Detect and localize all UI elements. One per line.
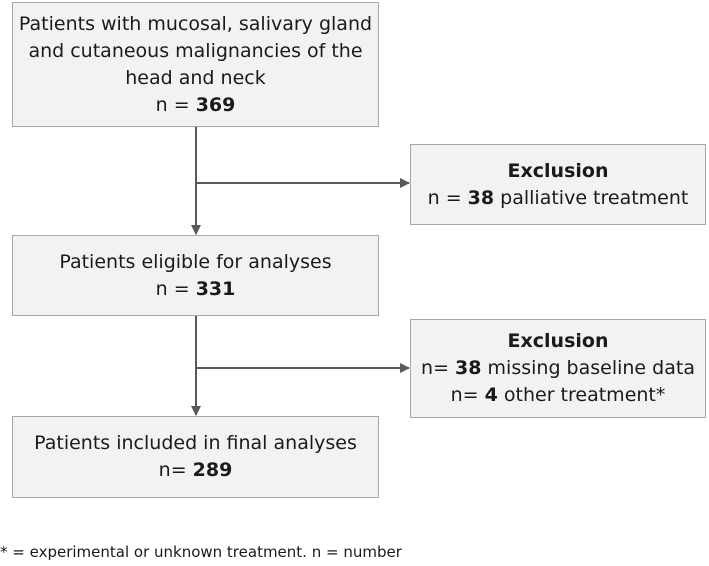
eligible-line1: Patients eligible for analyses (59, 250, 332, 273)
final-line1: Patients included in final analyses (34, 432, 357, 454)
eligible-n-value: 331 (195, 277, 236, 300)
final-box: Patients included in final analyses n= 2… (12, 416, 379, 498)
patients-line1: Patients with mucosal, salivary gland (18, 12, 373, 35)
exclusion2-row1-prefix: n= (421, 357, 456, 379)
footnote: * = experimental or unknown treatment. n… (0, 543, 402, 561)
exclusion1-n-value: 38 (467, 186, 495, 209)
exclusion2-row2-prefix: n= (450, 384, 485, 406)
exclusion1-count: n = 38 palliative treatment (428, 185, 689, 212)
patients-box: Patients with mucosal, salivary gland an… (12, 2, 379, 127)
patients-line3: head and neck (125, 66, 266, 89)
eligible-count: n = 331 (156, 276, 236, 303)
exclusion2-row2-value: 4 (484, 384, 498, 406)
final-count: n= 289 (159, 457, 233, 484)
patients-count: n = 369 (156, 92, 236, 119)
final-n-prefix: n= (158, 459, 193, 481)
exclusion1-title: Exclusion (507, 159, 609, 182)
patients-n-prefix: n = (155, 93, 196, 116)
eligible-n-prefix: n = (155, 277, 196, 300)
exclusion2-box: Exclusion n= 38 missing baseline data n=… (410, 319, 706, 418)
patients-line2: and cutaneous malignancies of the (28, 39, 363, 62)
final-n-value: 289 (192, 459, 233, 481)
exclusion2-row1-value: 38 (455, 357, 482, 379)
exclusion2-row2-reason: other treatment* (497, 384, 666, 406)
exclusion2-title: Exclusion (507, 330, 609, 352)
exclusion2-row2: n= 4 other treatment* (451, 382, 666, 409)
exclusion2-row1-reason: missing baseline data (481, 357, 695, 379)
exclusion1-box: Exclusion n = 38 palliative treatment (410, 144, 706, 225)
eligible-box: Patients eligible for analyses n = 331 (12, 235, 379, 316)
exclusion1-reason: palliative treatment (494, 186, 689, 209)
patients-n-value: 369 (195, 93, 236, 116)
exclusion2-row1: n= 38 missing baseline data (421, 355, 695, 382)
exclusion1-n-prefix: n = (427, 186, 468, 209)
